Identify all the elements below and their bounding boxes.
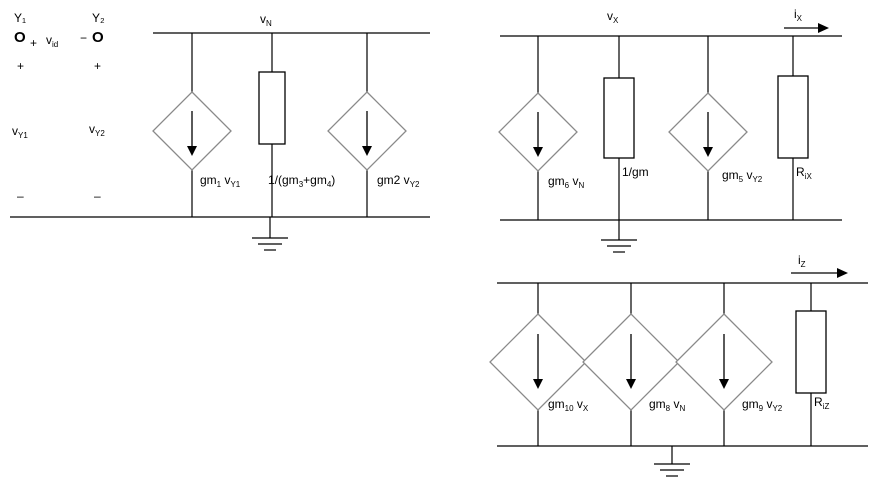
- gm5-source: [668, 36, 748, 220]
- iz-label: iZ: [798, 253, 806, 269]
- gm6-source: [498, 36, 578, 220]
- r34-resistor: [258, 33, 286, 217]
- ix-label: iX: [794, 7, 803, 23]
- y2-minus: −: [80, 31, 87, 45]
- rix-label: RiX: [796, 165, 812, 181]
- gm2-label: gm2 vY2: [377, 173, 420, 189]
- r34-label: 1/(gm3+gm4): [268, 173, 335, 189]
- ground-icon: [252, 217, 288, 251]
- circuit-vn: vN gm1 vY1 1/(gm3+gm4) gm2 vY2: [10, 12, 430, 251]
- ground-icon: [654, 446, 690, 477]
- vy2-label: vY2: [89, 122, 105, 138]
- gm9-label: gm9 vY2: [742, 397, 783, 413]
- vid-label: vid: [46, 33, 58, 49]
- r1gm-label: 1/gm: [622, 165, 649, 179]
- r1gm-resistor: [603, 36, 635, 220]
- vn-node-label: vN: [260, 12, 272, 28]
- gm2-source: [327, 33, 407, 217]
- gm6-label: gm6 vN: [548, 174, 584, 190]
- gm8-label: gm8 vN: [649, 397, 685, 413]
- y1-plus: +: [30, 36, 37, 50]
- vy1-plus: +: [17, 59, 24, 73]
- gm1-source: [152, 33, 232, 217]
- ix-arrow: [784, 23, 829, 33]
- gm5-label: gm5 vY2: [722, 168, 763, 184]
- gm10-source: [489, 283, 587, 446]
- gm10-label: gm10 vX: [548, 397, 589, 413]
- y2-label: Y₂: [92, 11, 105, 25]
- riz-label: RiZ: [814, 395, 829, 411]
- gm8-source: [582, 283, 680, 446]
- vy2-plus: +: [94, 59, 101, 73]
- input-port: Y₁ Y₂ O + vid − O + + vY1 vY2 – –: [12, 11, 105, 203]
- gm1-label: gm1 vY1: [200, 173, 241, 189]
- iz-arrow: [791, 268, 848, 278]
- vy1-label: vY1: [12, 124, 28, 140]
- y1-terminal: O: [14, 29, 26, 46]
- circuit-iz: iZ gm10 vX gm8 vN gm9 vY2: [489, 253, 868, 477]
- gm9-source: [675, 283, 773, 446]
- vx-node-label: vX: [607, 9, 619, 25]
- circuit-vx: vX iX gm6 vN 1/gm: [498, 7, 842, 253]
- rix-resistor: [777, 36, 809, 220]
- vy1-minus: –: [17, 189, 24, 203]
- y2-terminal: O: [92, 29, 104, 46]
- riz-resistor: [795, 283, 827, 446]
- y1-label: Y₁: [14, 11, 26, 25]
- vy2-minus: –: [94, 189, 101, 203]
- ground-icon: [601, 220, 637, 253]
